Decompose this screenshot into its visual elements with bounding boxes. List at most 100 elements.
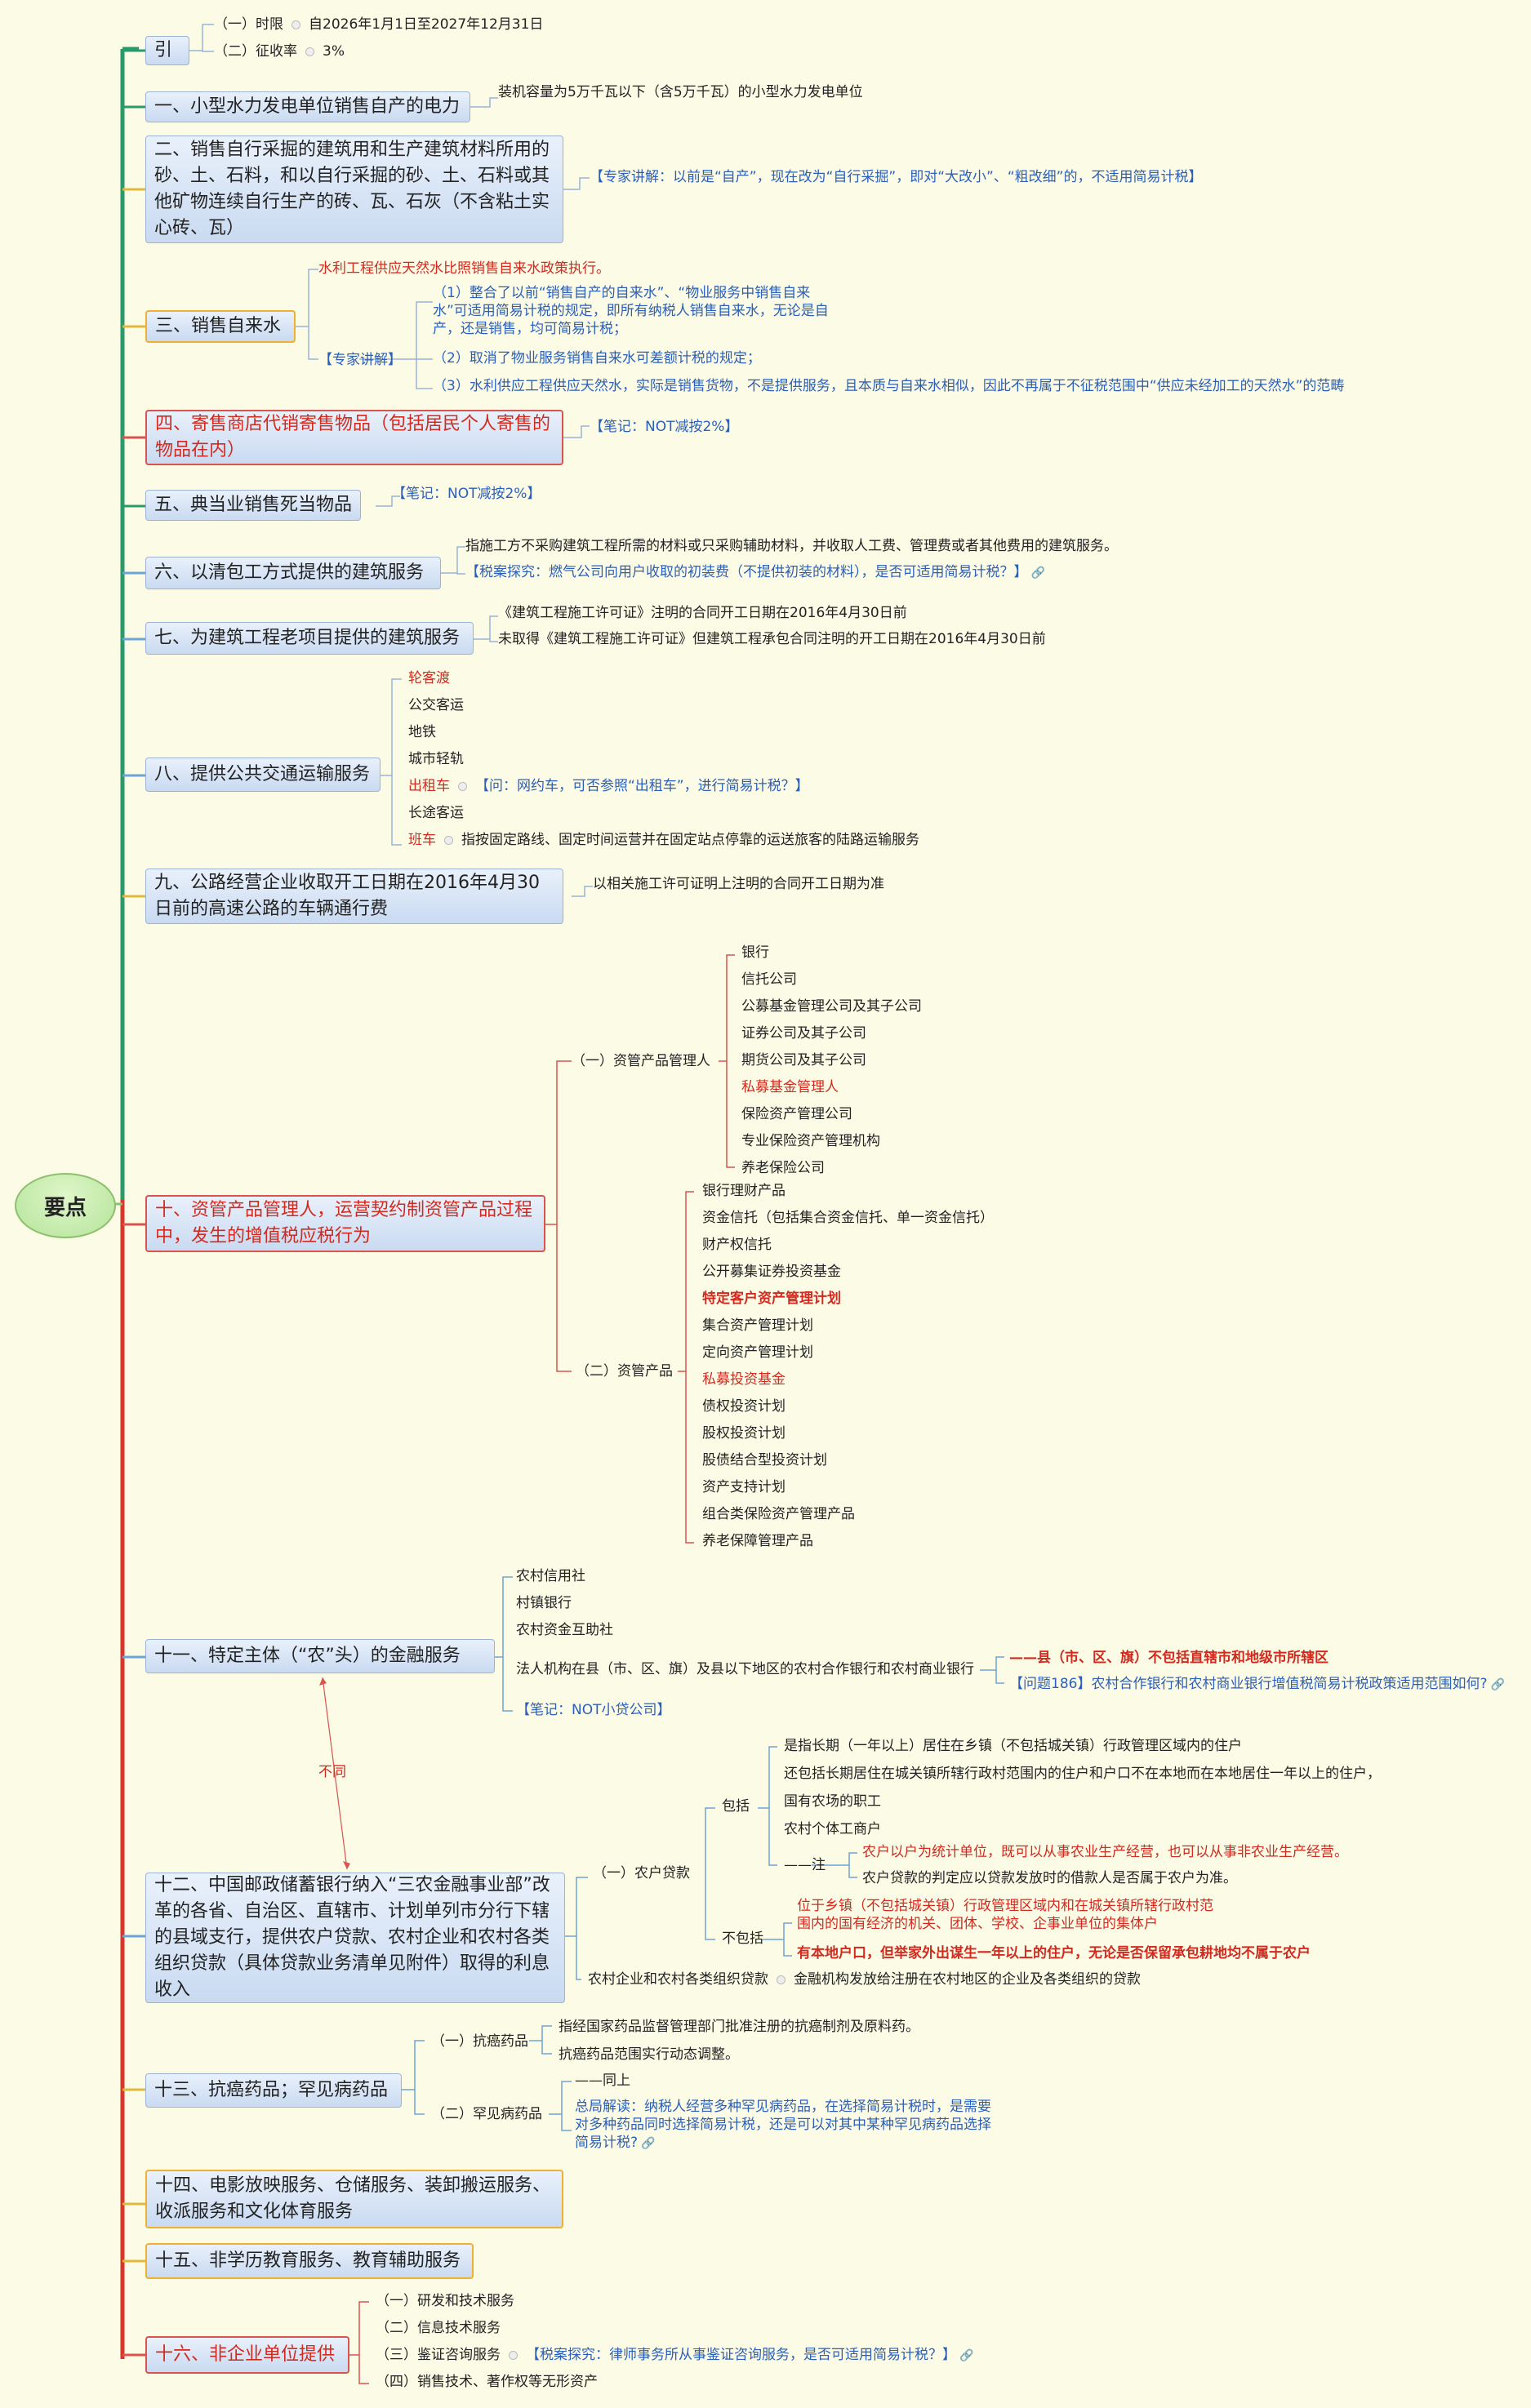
node-intro[interactable]: 引	[145, 36, 189, 65]
county-note[interactable]: ——县（市、区、旗）不包括直辖市和地级市所辖区	[1009, 1650, 1328, 1666]
non-enterprise-item[interactable]: （二）信息技术服务	[376, 2320, 501, 2336]
link-icon[interactable]: 🔗	[641, 2137, 656, 2150]
farmer-note-2[interactable]: 农户贷款的判定应以贷款发放时的借款人是否属于农户为准。	[862, 1870, 1237, 1886]
product-item[interactable]: 资金信托（包括集合资金信托、单一资金信托）	[702, 1210, 994, 1226]
rural-entity[interactable]: 村镇银行	[516, 1595, 572, 1611]
product-item[interactable]: 银行理财产品	[702, 1183, 786, 1199]
transport-item[interactable]: 轮客渡	[408, 670, 450, 686]
product-item[interactable]: 财产权信托	[702, 1237, 772, 1253]
transport-item-taxi[interactable]: 出租车【问：网约车，可否参照“出租车”，进行简易计税？】	[408, 778, 809, 794]
node-9[interactable]: 九、公路经营企业收取开工日期在2016年4月30日前的高速公路的车辆通行费	[145, 869, 563, 924]
node-6[interactable]: 六、以清包工方式提供的建筑服务	[145, 557, 441, 589]
node-6-case[interactable]: 【税案探究：燃气公司向用户收取的初装费（不提供初装的材料），是否可适用简易计税？…	[465, 564, 1045, 580]
product-item[interactable]: 资产支持计划	[702, 1479, 786, 1495]
exclude-item-1[interactable]: 位于乡镇（不包括城关镇）行政管理区域内和在城关镇所辖行政村范围内的国有经济的机关…	[797, 1898, 1213, 1932]
node-5[interactable]: 五、典当业销售死当物品	[145, 490, 361, 521]
node-8[interactable]: 八、提供公共交通运输服务	[145, 757, 381, 792]
non-enterprise-item[interactable]: （一）研发和技术服务	[376, 2293, 514, 2309]
anticancer-drugs[interactable]: （一）抗癌药品	[431, 2033, 528, 2050]
product-item[interactable]: 养老保障管理产品	[702, 1533, 813, 1549]
rural-entity[interactable]: 法人机构在县（市、区、旗）及县以下地区的农村合作银行和农村商业银行	[516, 1661, 974, 1677]
manager-item[interactable]: 证券公司及其子公司	[741, 1025, 866, 1042]
node-3-natural-water[interactable]: 水利工程供应天然水比照销售自来水政策执行。	[318, 260, 610, 277]
node-10[interactable]: 十、资管产品管理人，运营契约制资管产品过程中，发生的增值税应税行为	[145, 1195, 545, 1252]
rural-note[interactable]: 【笔记：NOT小贷公司】	[516, 1702, 671, 1718]
node-15[interactable]: 十五、非学历教育服务、教育辅助服务	[145, 2243, 474, 2279]
link-icon[interactable]: 🔗	[1490, 1678, 1505, 1691]
manager-item[interactable]: 期货公司及其子公司	[741, 1052, 866, 1068]
node-13[interactable]: 十三、抗癌药品；罕见病药品	[145, 2073, 402, 2108]
node-11[interactable]: 十一、特定主体（“农”头）的金融服务	[145, 1639, 495, 1673]
node-9-detail[interactable]: 以相关施工许可证明上注明的合同开工日期为准	[593, 876, 884, 892]
farmer-note[interactable]: ——注	[784, 1857, 826, 1873]
node-16[interactable]: 十六、非企业单位提供	[145, 2336, 349, 2374]
question-186[interactable]: 【问题186】农村合作银行和农村商业银行增值税简易计税政策适用范围如何?🔗	[1009, 1676, 1505, 1692]
rare-same[interactable]: ——同上	[575, 2073, 630, 2089]
include-item[interactable]: 是指长期（一年以上）居住在乡镇（不包括城关镇）行政管理区域内的住户	[784, 1738, 1242, 1754]
manager-item[interactable]: 保险资产管理公司	[741, 1106, 852, 1122]
node-1[interactable]: 一、小型水力发电单位销售自产的电力	[145, 91, 470, 122]
manager-item[interactable]: 银行	[741, 944, 769, 961]
product-item[interactable]: 私募投资基金	[702, 1371, 786, 1388]
manager-item[interactable]: 养老保险公司	[741, 1160, 825, 1176]
farmer-include[interactable]: 包括	[722, 1798, 750, 1815]
node-6-def[interactable]: 指施工方不采购建筑工程所需的材料或只采购辅助材料，并收取人工费、管理费或者其他费…	[465, 538, 1118, 554]
include-item[interactable]: 还包括长期居住在城关镇所辖行政村范围内的住户和户口不在本地而在本地居住一年以上的…	[784, 1766, 1381, 1782]
node-3-expert-3[interactable]: （3）水利供应工程供应天然水，实际是销售货物，不是提供服务，且本质与自来水相似，…	[433, 378, 1345, 394]
product-item[interactable]: 组合类保险资产管理产品	[702, 1506, 855, 1522]
manager-item[interactable]: 专业保险资产管理机构	[741, 1133, 880, 1149]
node-intro-time[interactable]: （一）时限自2026年1月1日至2027年12月31日	[214, 16, 544, 33]
manager-item[interactable]: 信托公司	[741, 971, 797, 988]
farmer-exclude[interactable]: 不包括	[722, 1930, 763, 1947]
manager-item[interactable]: 私募基金管理人	[741, 1079, 839, 1095]
farmer-note-1[interactable]: 农户以户为统计单位，既可以从事农业生产经营，也可以从事非农业生产经营。	[862, 1844, 1348, 1860]
node-3-expert-2[interactable]: （2）取消了物业服务销售自来水可差额计税的规定；	[433, 350, 761, 367]
node-7-c2[interactable]: 未取得《建筑工程施工许可证》但建筑工程承包合同注明的开工日期在2016年4月30…	[498, 631, 1046, 647]
node-10-managers[interactable]: （一）资管产品管理人	[572, 1053, 710, 1069]
root-node[interactable]: 要点	[15, 1173, 116, 1238]
exclude-item-2[interactable]: 有本地户口，但举家外出谋生一年以上的住户，无论是否保留承包耕地均不属于农户	[797, 1945, 1311, 1961]
node-3-expert-1[interactable]: （1）整合了以前“销售自产的自来水”、“物业服务中销售自来水”可适用简易计税的规…	[433, 285, 829, 337]
node-5-note[interactable]: 【笔记：NOT减按2%】	[392, 486, 541, 502]
rural-entity[interactable]: 农村信用社	[516, 1568, 585, 1584]
node-4[interactable]: 四、寄售商店代销寄售物品（包括居民个人寄售的物品在内）	[145, 410, 563, 465]
rural-org-loan[interactable]: 农村企业和农村各类组织贷款金融机构发放给注册在农村地区的企业及各类组织的贷款	[588, 1971, 1141, 1988]
product-item[interactable]: 特定客户资产管理计划	[702, 1291, 841, 1307]
node-1-detail[interactable]: 装机容量为5万千瓦以下（含5万千瓦）的小型水力发电单位	[498, 84, 863, 100]
manager-item[interactable]: 公募基金管理公司及其子公司	[741, 998, 922, 1015]
node-10-products[interactable]: （二）资管产品	[576, 1363, 673, 1379]
node-3[interactable]: 三、销售自来水	[145, 310, 296, 343]
transport-item[interactable]: 公交客运	[408, 697, 464, 713]
include-item[interactable]: 农村个体工商户	[784, 1821, 881, 1837]
non-enterprise-item[interactable]: （四）销售技术、著作权等无形资产	[376, 2374, 598, 2390]
product-item[interactable]: 股权投资计划	[702, 1425, 786, 1442]
anticancer-dynamic[interactable]: 抗癌药品范围实行动态调整。	[559, 2046, 739, 2063]
product-item[interactable]: 债权投资计划	[702, 1398, 786, 1415]
node-3-expert[interactable]: 【专家讲解】	[318, 352, 402, 368]
node-2[interactable]: 二、销售自行采掘的建筑用和生产建筑材料所用的砂、土、石料，和以自行采掘的砂、土、…	[145, 136, 563, 243]
farmer-loan[interactable]: （一）农户贷款	[593, 1865, 690, 1882]
node-4-note[interactable]: 【笔记：NOT减按2%】	[590, 419, 739, 435]
node-12[interactable]: 十二、中国邮政储蓄银行纳入“三农金融事业部”改革的各省、自治区、直辖市、计划单列…	[145, 1873, 565, 2003]
non-enterprise-item-assurance[interactable]: （三）鉴证咨询服务【税案探究：律师事务所从事鉴证咨询服务，是否可适用简易计税？】…	[376, 2347, 974, 2363]
rare-disease-drugs[interactable]: （二）罕见病药品	[431, 2106, 542, 2122]
anticancer-def[interactable]: 指经国家药品监督管理部门批准注册的抗癌制剂及原料药。	[559, 2019, 919, 2035]
transport-item[interactable]: 长途客运	[408, 805, 464, 821]
include-item[interactable]: 国有农场的职工	[784, 1793, 881, 1810]
product-item[interactable]: 定向资产管理计划	[702, 1344, 813, 1361]
rural-entity[interactable]: 农村资金互助社	[516, 1622, 613, 1638]
rare-interpretation[interactable]: 总局解读：纳税人经营多种罕见病药品，在选择简易计税时，是需要对多种药品同时选择简…	[575, 2099, 991, 2151]
transport-item-bus[interactable]: 班车指按固定路线、固定时间运营并在固定站点停靠的运送旅客的陆路运输服务	[408, 831, 919, 849]
transport-item[interactable]: 地铁	[408, 724, 436, 740]
link-icon[interactable]: 🔗	[959, 2349, 974, 2362]
link-icon[interactable]: 🔗	[1030, 566, 1045, 580]
node-2-expert-note[interactable]: 【专家讲解：以前是“自产”，现在改为“自行采掘”，即对“大改小”、“粗改细”的，…	[590, 169, 1203, 185]
node-7[interactable]: 七、为建筑工程老项目提供的建筑服务	[145, 622, 474, 655]
product-item[interactable]: 集合资产管理计划	[702, 1317, 813, 1334]
product-item[interactable]: 公开募集证券投资基金	[702, 1264, 841, 1280]
node-14[interactable]: 十四、电影放映服务、仓储服务、装卸搬运服务、收派服务和文化体育服务	[145, 2170, 563, 2228]
product-item[interactable]: 股债结合型投资计划	[702, 1452, 827, 1468]
transport-item[interactable]: 城市轻轨	[408, 751, 464, 767]
node-7-c1[interactable]: 《建筑工程施工许可证》注明的合同开工日期在2016年4月30日前	[498, 605, 907, 621]
